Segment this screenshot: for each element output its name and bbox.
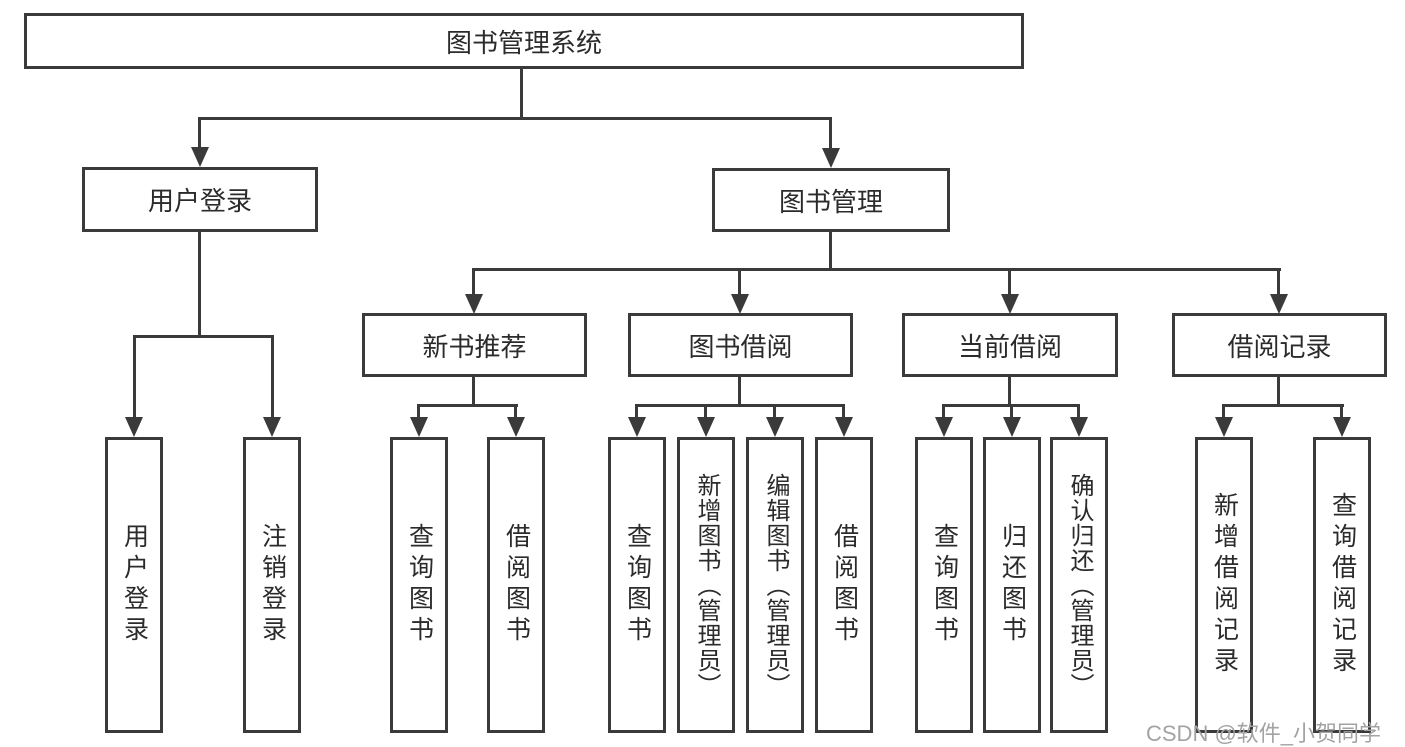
arrow-stem: [514, 404, 517, 417]
connector-bookmgmt-hline: [473, 268, 1281, 271]
leaf-logout: 注销登录: [243, 437, 301, 733]
leaf-borrow-add-books-admin: 新增图书（管理员）: [677, 437, 735, 733]
arrow-stem: [198, 117, 201, 150]
connector-bookmgmt-vline: [829, 231, 832, 269]
arrow-down-icon: [1215, 417, 1233, 437]
node-current-borrow: 当前借阅: [902, 313, 1118, 377]
arrow-down-icon: [935, 417, 953, 437]
arrow-down-icon: [1270, 294, 1288, 314]
connector-newbook-hline: [418, 404, 518, 407]
node-borrow-records: 借阅记录: [1172, 313, 1387, 377]
arrow-down-icon: [191, 147, 209, 167]
arrow-stem: [635, 404, 638, 417]
arrow-stem: [1077, 404, 1080, 417]
connector-bookborrow-vline: [738, 376, 741, 406]
arrow-stem: [417, 404, 420, 417]
arrow-down-icon: [697, 417, 715, 437]
arrow-down-icon: [507, 417, 525, 437]
node-root: 图书管理系统: [24, 13, 1024, 69]
arrow-stem: [472, 268, 475, 294]
arrow-stem: [1277, 268, 1280, 294]
leaf-current-query-books: 查询图书: [915, 437, 973, 733]
connector-currentborrow-vline: [1008, 376, 1011, 406]
arrow-stem: [1010, 404, 1013, 417]
leaf-newbook-borrow-books: 借阅图书: [487, 437, 545, 733]
arrow-down-icon: [766, 417, 784, 437]
leaf-records-query-record: 查询借阅记录: [1313, 437, 1371, 733]
connector-records-vline: [1277, 376, 1280, 406]
arrow-stem: [773, 404, 776, 417]
leaf-borrow-query-books: 查询图书: [608, 437, 666, 733]
arrow-stem: [842, 404, 845, 417]
node-book-management: 图书管理: [712, 168, 950, 232]
arrow-stem: [704, 404, 707, 417]
leaf-borrow-borrow-books: 借阅图书: [815, 437, 873, 733]
arrow-stem: [133, 335, 136, 417]
arrow-stem: [1008, 268, 1011, 294]
arrow-stem: [1340, 404, 1343, 417]
arrow-down-icon: [465, 294, 483, 314]
node-book-borrow: 图书借阅: [628, 313, 853, 377]
connector-userlogin-vline: [198, 231, 201, 337]
node-new-book-recommend: 新书推荐: [362, 313, 587, 377]
connector-bookborrow-hline: [636, 404, 845, 407]
leaf-current-confirm-return-admin: 确认归还（管理员）: [1050, 437, 1108, 733]
arrow-down-icon: [731, 294, 749, 314]
connector-root-hline: [198, 117, 832, 120]
arrow-down-icon: [1333, 417, 1351, 437]
watermark: CSDN @软件_小贺同学: [1146, 721, 1382, 746]
leaf-records-add-record: 新增借阅记录: [1195, 437, 1253, 733]
leaf-borrow-edit-books-admin: 编辑图书（管理员）: [746, 437, 804, 733]
arrow-down-icon: [263, 417, 281, 437]
arrow-down-icon: [1003, 417, 1021, 437]
connector-newbook-vline: [472, 376, 475, 406]
arrow-down-icon: [1070, 417, 1088, 437]
arrow-down-icon: [822, 148, 840, 168]
arrow-stem: [1222, 404, 1225, 417]
connector-userlogin-hline: [133, 335, 274, 338]
arrow-down-icon: [1001, 294, 1019, 314]
arrow-down-icon: [125, 417, 143, 437]
arrow-down-icon: [410, 417, 428, 437]
leaf-current-return-books: 归还图书: [983, 437, 1041, 733]
arrow-down-icon: [835, 417, 853, 437]
arrow-stem: [738, 268, 741, 294]
leaf-user-login: 用户登录: [105, 437, 163, 733]
arrow-stem: [942, 404, 945, 417]
node-user-login: 用户登录: [82, 167, 318, 232]
arrow-stem: [271, 335, 274, 417]
arrow-stem: [829, 117, 832, 151]
arrow-down-icon: [628, 417, 646, 437]
leaf-newbook-query-books: 查询图书: [390, 437, 448, 733]
connector-records-hline: [1223, 404, 1344, 407]
connector-root-vline: [520, 68, 523, 120]
